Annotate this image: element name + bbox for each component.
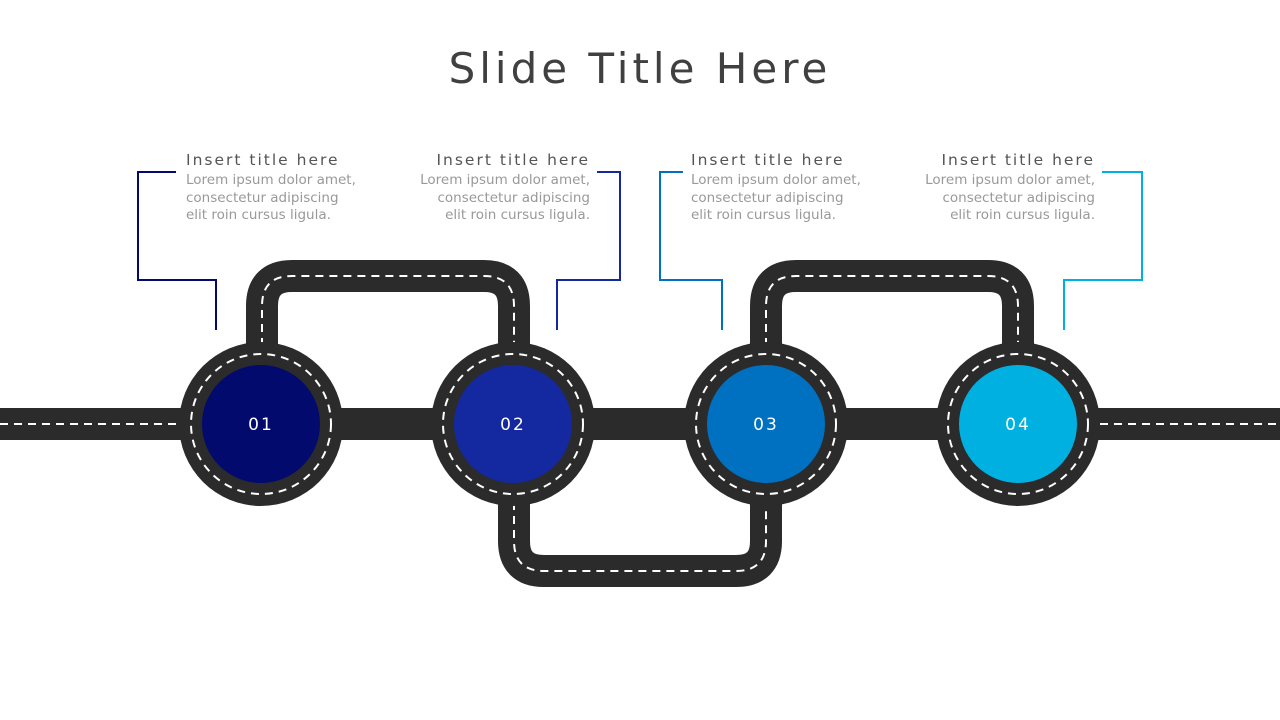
step-body: Lorem ipsum dolor amet, consectetur adip… [186,172,356,223]
callout-bracket-3 [659,171,723,330]
step-body: Lorem ipsum dolor amet, consectetur adip… [691,172,861,223]
roundabout-lane [442,353,584,495]
step-3-node: 03 [684,342,848,506]
arrow-head [407,416,425,432]
roundabout-lane [947,353,1089,495]
step-title: Insert title here [691,151,845,169]
road-lane-markings [0,275,1280,572]
step-circle [202,365,320,483]
callout-bracket-4 [1063,171,1143,330]
step-number: 04 [1005,415,1031,435]
arrow-head [913,416,931,432]
callout-bracket-2 [556,171,621,330]
step-circle [454,365,572,483]
step-number: 01 [248,415,274,435]
step-number: 02 [500,415,526,435]
roundabout-lane [190,353,332,495]
step-body: Lorem ipsum dolor amet, consectetur adip… [420,172,590,223]
callout-brackets [137,171,1143,330]
arrows [355,416,931,432]
callout-bracket-1 [137,171,217,330]
step-2-node: 02 [431,342,595,506]
step-circle [707,365,825,483]
step-4-node: 04 [936,342,1100,506]
step-title: Insert title here [436,151,590,169]
step-circle [959,365,1077,483]
step-1-node: 01 [179,342,343,506]
step-title: Insert title here [186,151,340,169]
step-number: 03 [753,415,779,435]
roundabout-lane [695,353,837,495]
slide-title: Slide Title Here [448,44,832,93]
step-body: Lorem ipsum dolor amet, consectetur adip… [925,172,1095,223]
step-title: Insert title here [941,151,1095,169]
arrow-head [660,416,678,432]
